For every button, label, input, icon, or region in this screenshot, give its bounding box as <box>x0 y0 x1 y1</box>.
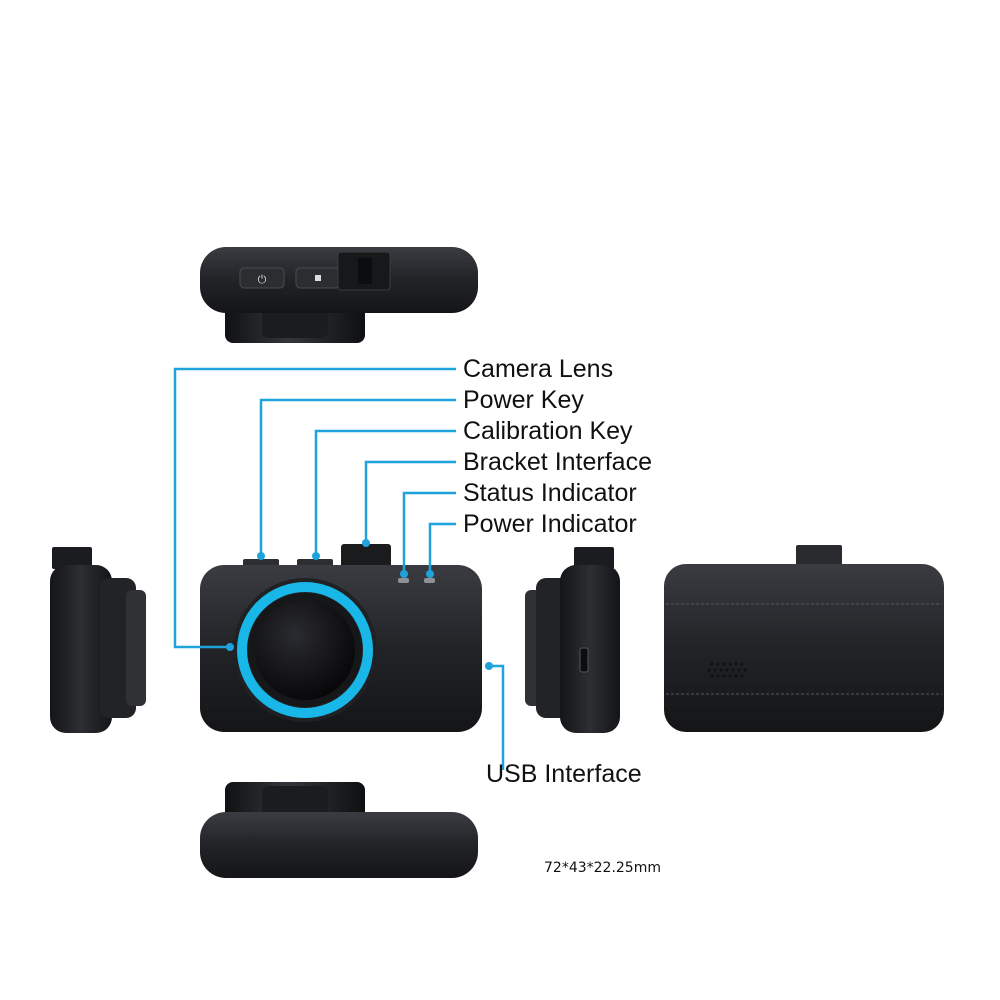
leader-power-indicator <box>428 522 456 573</box>
left-side-clip <box>52 547 92 569</box>
left-side-view <box>50 547 146 733</box>
leader-status-indicator <box>402 491 456 573</box>
front-bracket-interface <box>341 544 391 568</box>
bottom-view <box>200 782 478 878</box>
left-side-lens-2 <box>126 590 146 706</box>
right-side-view <box>525 547 620 733</box>
usb-port <box>579 647 589 673</box>
label-calibration-key: Calibration Key <box>463 417 633 445</box>
left-side-body <box>50 565 112 733</box>
camera-lens <box>255 600 355 700</box>
leader-camera-lens <box>173 367 456 649</box>
right-side-clip <box>574 547 614 569</box>
back-view-body <box>664 564 944 732</box>
top-power-key <box>239 267 285 289</box>
leader-power-key <box>259 398 456 555</box>
status-indicator-led <box>398 578 409 583</box>
stop-icon <box>315 275 321 281</box>
power-icon: ⏻ <box>258 273 267 286</box>
label-power-indicator: Power Indicator <box>463 510 637 538</box>
power-indicator-led <box>424 578 435 583</box>
front-view <box>200 544 482 732</box>
leader-calibration-key <box>314 429 456 555</box>
top-bracket-slot <box>358 258 372 284</box>
leader-usb-interface <box>489 664 505 770</box>
label-bracket-interface: Bracket Interface <box>463 448 652 476</box>
speaker-grille <box>707 662 747 678</box>
lens-ring-accent <box>237 582 373 718</box>
back-view-clip <box>796 545 842 569</box>
label-usb-interface: USB Interface <box>486 760 642 788</box>
right-side-body <box>560 565 620 733</box>
top-view: ⏻ <box>200 247 478 343</box>
label-camera-lens: Camera Lens <box>463 355 614 383</box>
bottom-view-body <box>200 812 478 878</box>
label-power-key: Power Key <box>463 386 584 414</box>
dimensions-text: 72*43*22.25mm <box>544 860 661 876</box>
back-view <box>664 545 944 732</box>
leader-lines <box>173 367 505 770</box>
label-status-indicator: Status Indicator <box>463 479 637 507</box>
leader-bracket-interface <box>364 460 456 542</box>
leader-endpoints <box>226 539 493 670</box>
